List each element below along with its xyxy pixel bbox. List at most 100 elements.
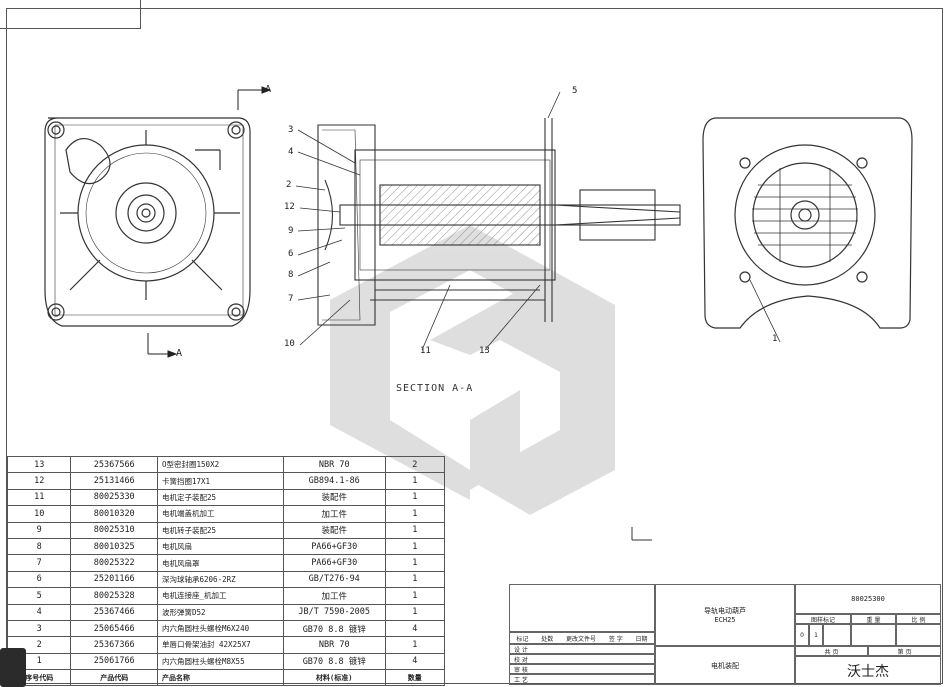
callout-4: 4 — [288, 147, 294, 157]
bom-cell: PA66+GF30 — [282, 537, 386, 556]
bom-cell: 电机定子装配25 — [157, 488, 284, 507]
bom-cell: 单唇口骨架油封 42X25X7 — [157, 636, 284, 654]
bom-cell: GB70 8.8 镀锌 — [282, 619, 386, 638]
bom-cell: 4 — [384, 652, 446, 671]
bom-cell: 卡簧挡圈17X1 — [157, 472, 284, 490]
bom-cell: 80025330 — [70, 488, 159, 507]
view-label-bottom: A — [176, 348, 183, 359]
company-name: 沃士杰 — [795, 656, 941, 685]
bom-cell: 9 — [6, 521, 72, 539]
bom-cell: 加工件 — [282, 505, 386, 523]
bom-cell: NBR 70 — [282, 636, 386, 654]
bom-cell: 电机风扇 — [157, 537, 284, 556]
bom-cell: 产品名称 — [157, 669, 284, 687]
callout-7: 7 — [288, 294, 294, 304]
bom-cell: 25201166 — [70, 570, 159, 589]
bom-cell: 产品代码 — [70, 669, 159, 687]
bom-cell: 25367466 — [70, 603, 159, 621]
callout-1: 1 — [772, 334, 778, 344]
sign-row: 设 计 — [509, 644, 655, 654]
sheet-index: 第 页 — [868, 646, 941, 656]
bom-cell: 波形弹簧D52 — [157, 603, 284, 621]
sign-row: 校 对 — [509, 654, 655, 664]
bom-cell: 25367366 — [70, 636, 159, 654]
bom-cell: 1 — [384, 472, 446, 490]
bom-cell: 6 — [6, 570, 72, 589]
callout-9: 9 — [288, 226, 294, 236]
bom-cell: 1 — [384, 505, 446, 523]
stage-label: 图样标记 — [795, 614, 851, 624]
assembly-name: 电机装配 — [655, 646, 795, 685]
callout-12: 12 — [284, 202, 295, 212]
corner-mark — [631, 527, 652, 541]
callout-13: 13 — [479, 346, 490, 356]
bom-cell: 加工件 — [282, 587, 386, 605]
bom-header-row: 序号代码产品代码产品名称材料(标准)数量 — [6, 669, 446, 687]
bom-cell: 内六角圆柱头螺栓M6X240 — [157, 619, 284, 638]
bom-cell: 80010320 — [70, 505, 159, 523]
bom-cell: 1 — [384, 521, 446, 539]
section-label: SECTION A-A — [396, 383, 474, 394]
bom-cell: 电机风扇罩 — [157, 554, 284, 572]
bom-cell: 1 — [384, 570, 446, 589]
rev-header-row: 标记 处数 更改文件号 签 字 日期 — [509, 632, 655, 644]
stage-empty — [823, 624, 851, 646]
bom-cell: 25131466 — [70, 472, 159, 490]
bom-cell: 25065466 — [70, 619, 159, 638]
bom-cell: 12 — [6, 472, 72, 490]
bom-cell: 4 — [6, 603, 72, 621]
stage-value: 0 — [795, 624, 809, 646]
bom-cell: 电机转子装配25 — [157, 521, 284, 539]
bom-cell: 内六角圆柱头螺栓M8X55 — [157, 652, 284, 671]
sign-row: 工 艺 — [509, 674, 655, 685]
drawing-number: 80025300 — [795, 584, 941, 614]
bom-cell: JB/T 7590-2005 — [282, 603, 386, 621]
bom-cell: 1 — [384, 636, 446, 654]
product-name-cell: 导轨电动葫芦 ECH25 — [655, 584, 795, 646]
bom-cell: 4 — [384, 619, 446, 638]
section-arrow-bottom — [147, 333, 178, 358]
bom-cell: GB894.1-86 — [282, 472, 386, 490]
scale-value — [896, 624, 941, 646]
sheet-total: 共 页 — [795, 646, 868, 656]
stage-value: 1 — [809, 624, 823, 646]
callout-5: 5 — [572, 86, 578, 96]
bom-cell: 1 — [384, 554, 446, 572]
view-label-top: A — [265, 84, 272, 95]
side-tab — [0, 648, 26, 687]
bom-cell: 11 — [6, 488, 72, 507]
rev-header: 签 字 — [608, 635, 623, 643]
right-end-view — [702, 117, 913, 329]
callout-2: 2 — [286, 180, 292, 190]
bom-cell: 5 — [6, 587, 72, 605]
weight-value — [851, 624, 896, 646]
title-block: 标记 处数 更改文件号 签 字 日期 设 计 校 对 审 核 工 艺 导轨电动葫… — [509, 584, 941, 686]
bom-cell: 装配件 — [282, 521, 386, 539]
bom-cell: 10 — [6, 505, 72, 523]
bom-cell: PA66+GF30 — [282, 554, 386, 572]
sign-row: 审 核 — [509, 664, 655, 674]
bom-cell: 1 — [384, 603, 446, 621]
rev-header: 标记 — [516, 635, 529, 643]
bom-cell: 装配件 — [282, 488, 386, 507]
bom-cell: 25061766 — [70, 652, 159, 671]
rev-grid — [509, 584, 655, 632]
bom-cell: GB70 8.8 镀锌 — [282, 652, 386, 671]
rev-header: 更改文件号 — [566, 635, 597, 643]
callout-3: 3 — [288, 125, 294, 135]
bom-cell: 80010325 — [70, 537, 159, 556]
bom-cell: 8 — [6, 537, 72, 556]
bom-cell: 3 — [6, 619, 72, 638]
